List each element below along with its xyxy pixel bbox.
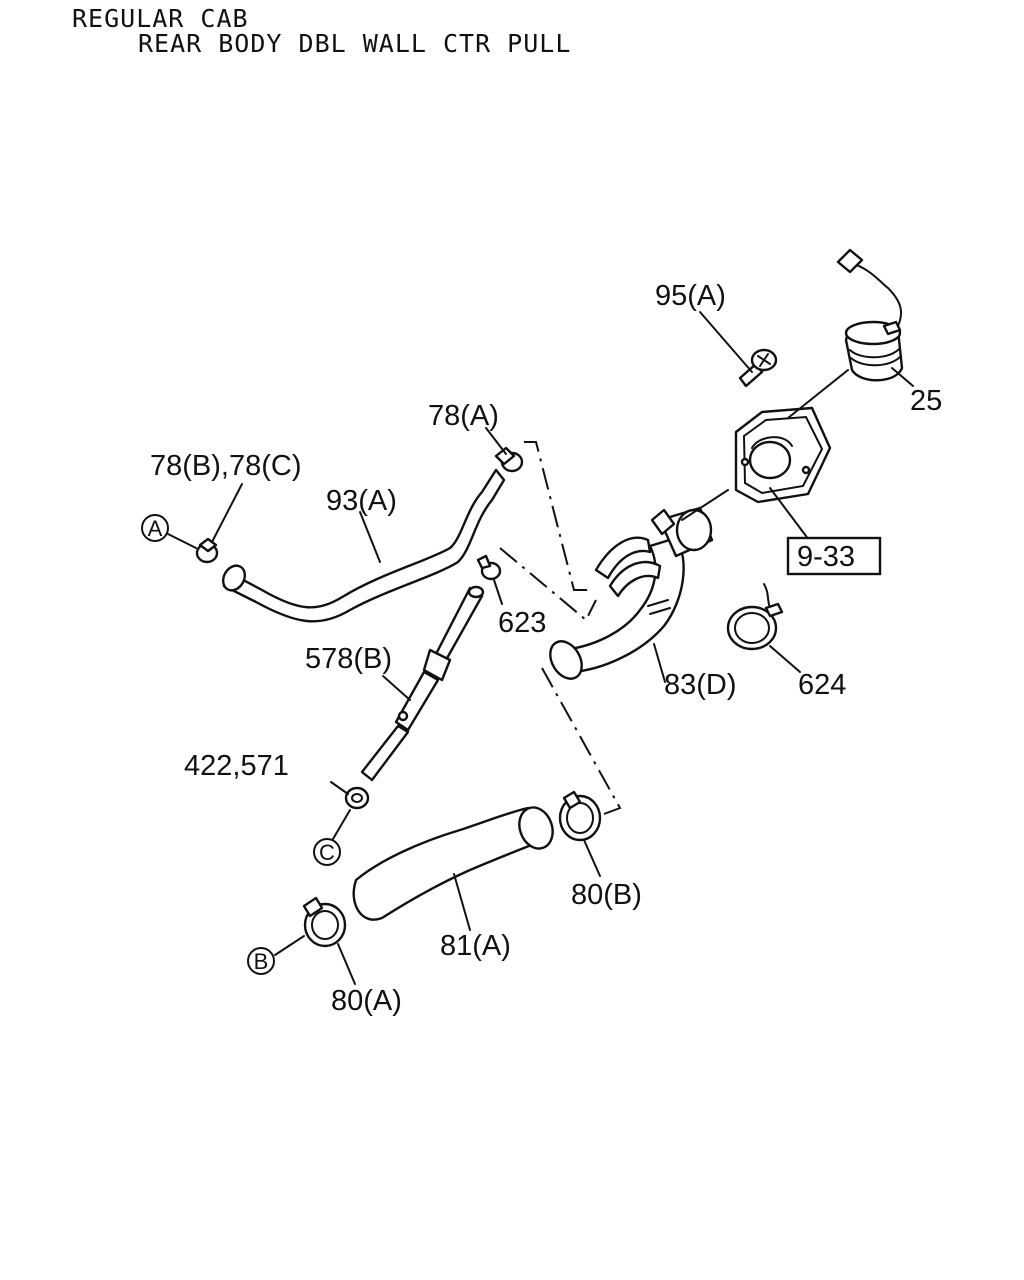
label-80b: 80(B) xyxy=(571,879,642,911)
label-623: 623 xyxy=(498,607,546,639)
label-95a: 95(A) xyxy=(655,280,726,312)
breather-pipe-578b[interactable] xyxy=(360,585,485,782)
fuel-hose-81a[interactable] xyxy=(352,803,559,921)
label-93a: 93(A) xyxy=(326,485,397,517)
screw-95a[interactable] xyxy=(738,348,778,388)
reference-markers: A C B xyxy=(141,514,341,975)
label-624: 624 xyxy=(798,669,846,701)
label-9-33: 9-33 xyxy=(797,541,855,573)
clip-78a[interactable] xyxy=(494,446,524,473)
ref-circle-b xyxy=(247,947,275,975)
clamp-623[interactable] xyxy=(476,554,502,581)
filler-housing-9-33[interactable] xyxy=(734,406,832,504)
label-78bc: 78(B),78(C) xyxy=(150,450,302,482)
label-78a: 78(A) xyxy=(428,400,499,432)
diagram-title-line2: REAR BODY DBL WALL CTR PULL xyxy=(138,29,572,58)
part-labels: 95(A) 25 78(A) 78(B),78(C) 93(A) 9-33 62… xyxy=(150,280,942,1017)
vent-hose-93a[interactable] xyxy=(219,468,506,623)
leader-lines xyxy=(167,311,914,985)
label-25: 25 xyxy=(910,385,942,417)
clip-78bc[interactable] xyxy=(195,537,219,564)
label-578b: 578(B) xyxy=(305,643,392,675)
label-80a: 80(A) xyxy=(331,985,402,1017)
label-81a: 81(A) xyxy=(440,930,511,962)
clamp-422-571[interactable] xyxy=(344,786,370,810)
label-422-571: 422,571 xyxy=(184,750,289,782)
ref-text-a: A xyxy=(148,516,163,541)
ref-text-b: B xyxy=(254,949,269,974)
assembly-guide-lines xyxy=(499,369,849,815)
diagram-title-line1: REGULAR CAB xyxy=(72,4,249,33)
clamp-80b[interactable] xyxy=(558,790,602,842)
ref-circle-c xyxy=(313,838,341,866)
clamp-624[interactable] xyxy=(726,583,784,651)
ref-text-c: C xyxy=(319,840,335,865)
ref-circle-a xyxy=(141,514,169,542)
label-83d: 83(D) xyxy=(664,669,737,701)
ref-box-9-33 xyxy=(786,536,882,576)
filler-neck-hose-83d[interactable] xyxy=(544,506,714,684)
clamp-80a[interactable] xyxy=(302,896,347,948)
fuel-cap-25[interactable] xyxy=(836,248,904,382)
